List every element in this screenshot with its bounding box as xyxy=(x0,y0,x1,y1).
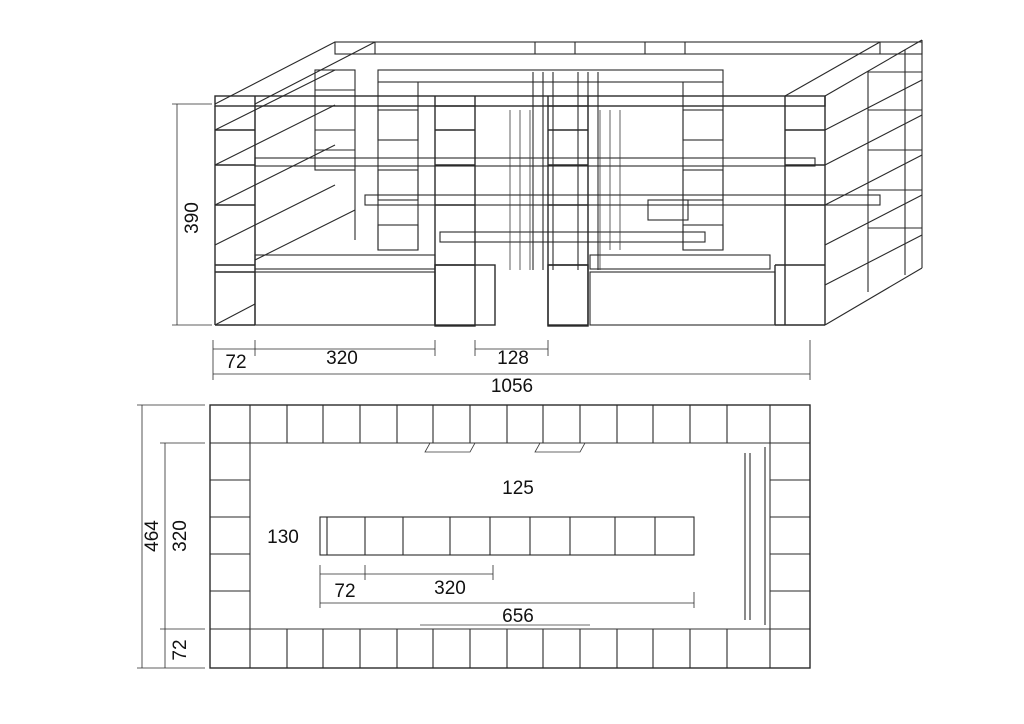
height-390-label: 390 xyxy=(182,202,203,234)
island-length-656-label: 656 xyxy=(502,606,534,627)
central-island xyxy=(319,516,695,556)
module-72-label: 72 xyxy=(225,352,246,373)
island-depth-130-label: 130 xyxy=(267,527,299,548)
gap-128-label: 128 xyxy=(497,348,529,369)
elevation-dimensions: 390 72 320 128 1056 xyxy=(172,103,811,397)
plan-left-column xyxy=(210,443,251,629)
front-left-column xyxy=(214,106,256,326)
plan-bottom-row xyxy=(210,628,810,668)
plan-inner-features xyxy=(249,442,771,630)
low-counters xyxy=(254,271,776,326)
inner-depth-320-label: 320 xyxy=(170,520,191,552)
module-depth-72-label: 72 xyxy=(170,639,191,660)
bay-320-label: 320 xyxy=(326,348,358,369)
back-top-frame xyxy=(334,41,923,55)
plan-top-row xyxy=(210,405,810,444)
plan-outline xyxy=(209,404,811,669)
front-right-column xyxy=(774,96,826,326)
right-side-shelving xyxy=(824,40,923,292)
aisle-125-label: 125 xyxy=(502,478,534,499)
plan-dimensions: 464 320 72 125 130 72 320 656 xyxy=(137,404,695,669)
central-rods xyxy=(509,110,621,270)
plan-right-column xyxy=(744,443,810,629)
perspective-view xyxy=(214,39,923,327)
total-width-1056-label: 1056 xyxy=(491,376,533,397)
total-depth-464-label: 464 xyxy=(142,520,163,552)
depth-edges xyxy=(214,39,923,326)
plan-view xyxy=(209,404,811,669)
island-bay-320-label: 320 xyxy=(434,578,466,599)
island-module-72-label: 72 xyxy=(334,581,355,602)
front-middle-modules xyxy=(434,105,589,327)
front-shelf-bands xyxy=(254,157,816,270)
front-top-rail xyxy=(214,95,826,107)
left-side-shelving xyxy=(214,69,356,325)
back-island-modules xyxy=(364,69,881,270)
